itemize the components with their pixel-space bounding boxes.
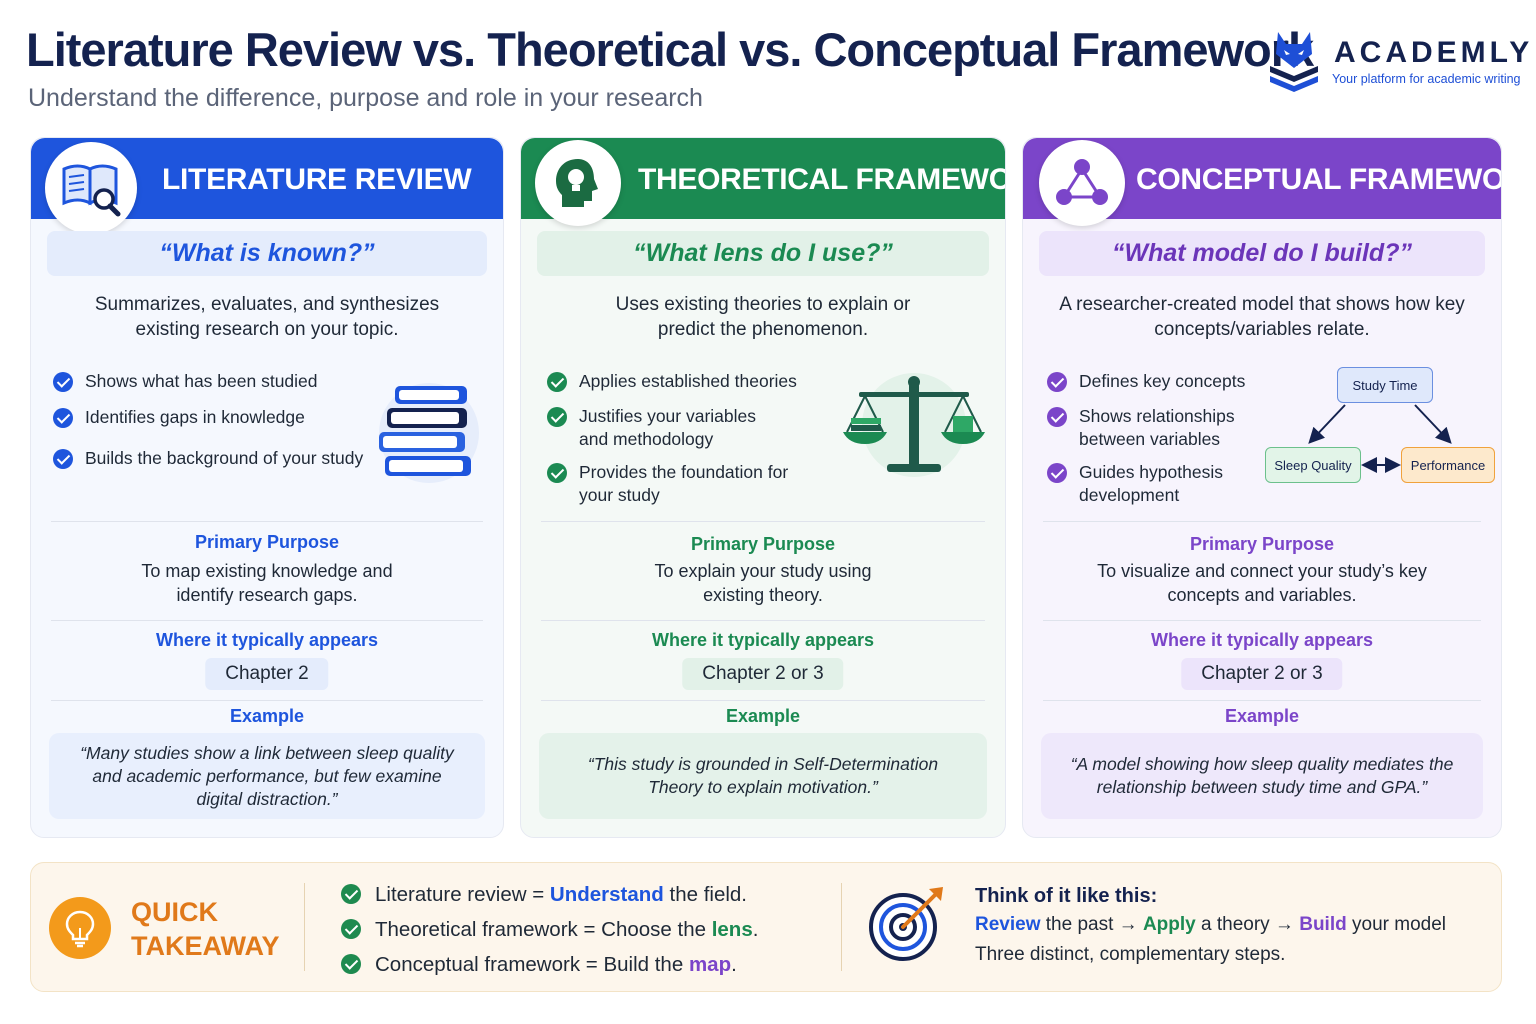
chapter-badge: Chapter 2 or 3: [682, 658, 844, 690]
check-icon: [53, 408, 73, 428]
page-title: Literature Review vs. Theoretical vs. Co…: [26, 23, 1314, 76]
think-line: Review the past → Apply a theory → Build…: [975, 914, 1446, 935]
example-quote: “This study is grounded in Self-Determin…: [539, 733, 987, 819]
check-icon: [1047, 407, 1067, 427]
check-icon: [1047, 372, 1067, 392]
page-subtitle: Understand the difference, purpose and r…: [28, 84, 703, 112]
divider: [51, 521, 483, 522]
purpose-text: To visualize and connect your study’s ke…: [1097, 561, 1427, 605]
divider: [1043, 700, 1481, 701]
feature-list: Defines key concepts Shows relationships…: [1047, 370, 1267, 507]
purpose-label: Primary Purpose: [690, 534, 836, 554]
brand-logo-block[interactable]: ACADEMLY Your platform for academic writ…: [1266, 28, 1529, 98]
list-item: Builds the background of your study: [53, 447, 393, 470]
purpose-text: To map existing knowledge and identify r…: [141, 561, 393, 605]
literature-review-card: LITERATURE REVIEW “What is known?” Summa…: [30, 137, 504, 838]
card-title: THEORETICAL FRAMEWORK: [638, 163, 1005, 196]
example-label: Example: [229, 706, 305, 726]
list-item: Defines key concepts: [1047, 370, 1267, 393]
list-item: Conceptual framework = Build the map.: [341, 947, 758, 982]
card-summary: Uses existing theories to explain or pre…: [615, 294, 911, 340]
card-summary: A researcher-created model that shows ho…: [1059, 294, 1465, 340]
chapter-badge: Chapter 2 or 3: [1181, 658, 1343, 690]
card-title: LITERATURE REVIEW: [162, 163, 472, 196]
card-icon-circle: [45, 142, 137, 234]
brand-name: ACADEMLY: [1334, 36, 1534, 69]
balance-scale-icon: [843, 373, 985, 477]
check-icon: [341, 954, 361, 974]
check-icon: [53, 449, 73, 469]
book-magnifier-icon: [62, 164, 121, 217]
where-label: Where it typically appears: [1150, 630, 1374, 650]
where-label: Where it typically appears: [651, 630, 875, 650]
divider: [541, 620, 985, 621]
list-item: Literature review = Understand the field…: [341, 877, 758, 912]
check-icon: [547, 372, 567, 392]
book-stack-icon: [379, 383, 479, 483]
conceptual-framework-card: CONCEPTUAL FRAMEWORK “What model do I bu…: [1022, 137, 1502, 838]
check-icon: [341, 919, 361, 939]
head-lightbulb-icon: [556, 159, 598, 207]
brand-tagline: Your platform for academic writing: [1332, 72, 1521, 86]
divider: [304, 883, 305, 971]
key-question: “What model do I build?”: [1039, 231, 1485, 276]
list-item: Applies established theories: [547, 370, 837, 393]
divider: [1043, 620, 1481, 621]
theoretical-framework-card: THEORETICAL FRAMEWORK “What lens do I us…: [520, 137, 1006, 838]
node-performance: Performance: [1401, 447, 1495, 483]
feature-list: Shows what has been studied Identifies g…: [53, 370, 393, 470]
takeaway-label: QUICK TAKEAWAY: [131, 897, 280, 961]
key-question: “What is known?”: [47, 231, 487, 276]
example-quote: “A model showing how sleep quality media…: [1041, 733, 1483, 819]
card-title: CONCEPTUAL FRAMEWORK: [1136, 163, 1501, 196]
divider: [1043, 521, 1481, 522]
purpose-label: Primary Purpose: [194, 532, 340, 552]
purpose-label: Primary Purpose: [1189, 534, 1335, 554]
divider: [841, 883, 842, 971]
check-icon: [547, 407, 567, 427]
quick-takeaway-panel: QUICK TAKEAWAY Literature review = Under…: [30, 862, 1502, 992]
think-subtext: Three distinct, complementary steps.: [975, 944, 1286, 965]
card-icon-circle: [1039, 140, 1125, 226]
feature-list: Applies established theories Justifies y…: [547, 370, 837, 507]
network-nodes-icon: [1056, 159, 1108, 205]
takeaway-list: Literature review = Understand the field…: [341, 877, 758, 982]
divider: [541, 521, 985, 522]
list-item: Shows what has been studied: [53, 370, 393, 393]
check-icon: [547, 463, 567, 483]
think-title: Think of it like this:: [975, 885, 1158, 907]
list-item: Identifies gaps in knowledge: [53, 406, 393, 429]
list-item: Guides hypothesis development: [1047, 461, 1247, 507]
example-label: Example: [1224, 706, 1300, 726]
divider: [51, 620, 483, 621]
check-icon: [53, 372, 73, 392]
card-icon-circle: [535, 140, 621, 226]
where-label: Where it typically appears: [155, 630, 379, 650]
divider: [51, 700, 483, 701]
list-item: Theoretical framework = Choose the lens.: [341, 912, 758, 947]
chapter-badge: Chapter 2: [205, 658, 329, 690]
purpose-text: To explain your study using existing the…: [654, 561, 872, 605]
node-sleep-quality: Sleep Quality: [1265, 447, 1361, 483]
example-label: Example: [725, 706, 801, 726]
card-summary: Summarizes, evaluates, and synthesizes e…: [94, 294, 440, 340]
lightbulb-icon: [49, 897, 111, 959]
list-item: Justifies your variables and methodology: [547, 405, 777, 451]
fox-book-logo-icon: [1270, 32, 1318, 92]
divider: [541, 700, 985, 701]
example-quote: “Many studies show a link between sleep …: [49, 733, 485, 819]
node-study-time: Study Time: [1337, 367, 1433, 403]
list-item: Shows relationships between variables: [1047, 405, 1257, 451]
target-arrow-icon: [869, 887, 943, 961]
concept-diagram-arrows: [1308, 404, 1452, 473]
list-item: Provides the foundation for your study: [547, 461, 797, 507]
key-question: “What lens do I use?”: [537, 231, 989, 276]
check-icon: [1047, 463, 1067, 483]
check-icon: [341, 884, 361, 904]
